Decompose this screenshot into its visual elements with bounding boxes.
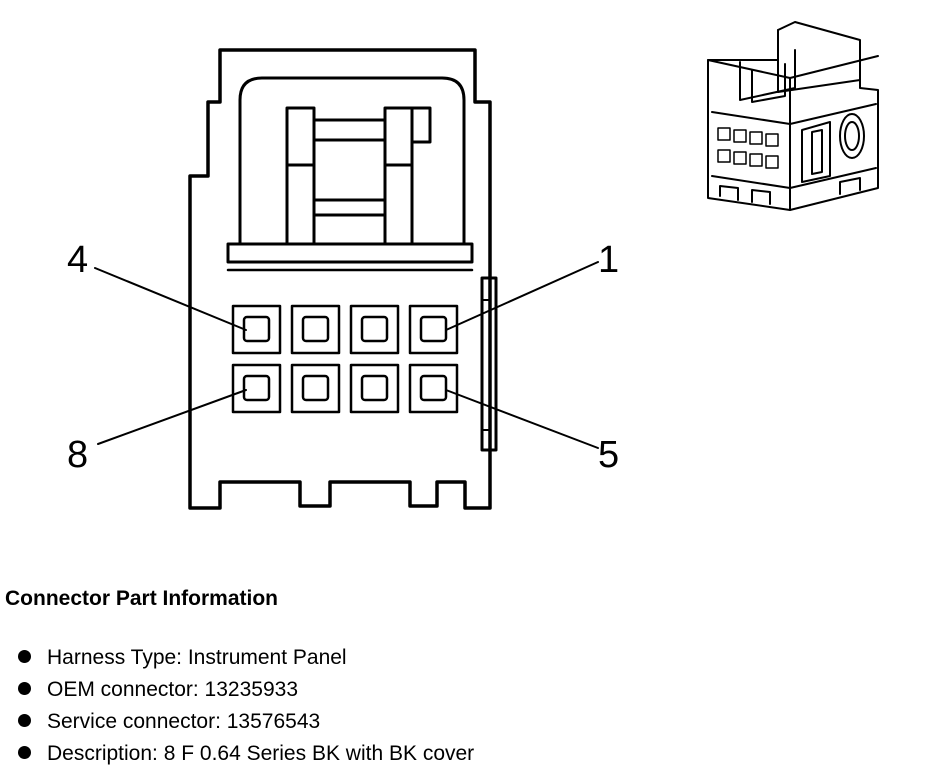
cavity-pin-1 xyxy=(408,304,459,355)
connector-diagram: 4 1 8 5 xyxy=(67,21,879,510)
pin-label-8: 8 xyxy=(67,434,88,476)
cavity-pin-6 xyxy=(349,363,400,414)
connector-info-title: Connector Part Information xyxy=(5,587,279,610)
cavity-pin-8 xyxy=(231,363,282,414)
connector-info-list: Harness Type: Instrument Panel OEM conne… xyxy=(18,642,474,770)
cavity-pin-4 xyxy=(231,304,282,355)
info-item-oem-connector: OEM connector: 13235933 xyxy=(18,674,474,706)
connector-isometric-view xyxy=(707,21,879,211)
connector-housing xyxy=(188,48,492,510)
pin-cavities xyxy=(231,304,459,414)
bullet-icon xyxy=(18,713,31,727)
side-rail xyxy=(480,276,498,452)
info-item-service-connector: Service connector: 13576543 xyxy=(18,706,474,738)
latch-frame xyxy=(238,76,466,246)
latch-ribs xyxy=(285,106,432,246)
info-item-description: Description: 8 F 0.64 Series BK with BK … xyxy=(18,738,474,770)
latch-bar xyxy=(226,242,474,264)
bullet-icon xyxy=(18,649,31,663)
cavity-pin-3 xyxy=(290,304,341,355)
pin-label-4: 4 xyxy=(67,239,88,281)
leader-lines xyxy=(94,261,599,449)
bullet-icon xyxy=(18,745,31,759)
bullet-icon xyxy=(18,681,31,695)
cavity-pin-5 xyxy=(408,363,459,414)
cavity-pin-2 xyxy=(349,304,400,355)
pin-label-1: 1 xyxy=(598,239,619,281)
info-item-harness-type: Harness Type: Instrument Panel xyxy=(18,642,474,674)
isometric-cavities xyxy=(717,127,779,169)
cavity-pin-7 xyxy=(290,363,341,414)
pin-label-5: 5 xyxy=(598,434,619,476)
